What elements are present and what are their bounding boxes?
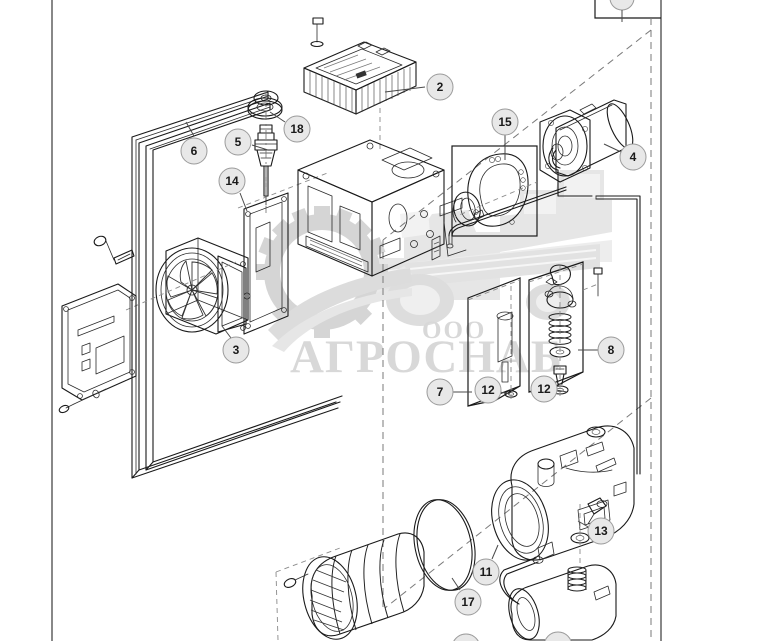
heatsink-fins xyxy=(309,67,411,112)
part-3-blower-fan xyxy=(155,237,251,335)
housing-wire-connector xyxy=(431,197,467,261)
part-17-large-oring xyxy=(413,499,476,591)
bellows-ribs xyxy=(331,533,405,635)
axis-5-diag xyxy=(237,171,331,209)
exchanger-fittings xyxy=(537,426,617,487)
callout-11[interactable]: 11 xyxy=(472,544,500,586)
part-4-hook-wire xyxy=(446,186,567,249)
partial-callout-bottom xyxy=(453,633,479,641)
layout-dashed-guides xyxy=(382,18,652,641)
impeller-blades xyxy=(166,260,218,320)
part-2-control-module xyxy=(303,17,417,115)
bellows-screw xyxy=(283,573,309,588)
watermark-agrosnab: АГРОСНАБ xyxy=(290,331,563,383)
main-housing-block xyxy=(297,139,445,277)
callout-15[interactable]: 15 xyxy=(491,108,519,160)
combine-harvester-icon xyxy=(356,170,612,326)
callout-8[interactable]: 8 xyxy=(578,336,625,364)
part-7-bracket-panel xyxy=(467,277,521,407)
top-right-frame xyxy=(594,0,661,22)
part-8-valve-head xyxy=(545,264,571,286)
callout-6[interactable]: 6 xyxy=(180,121,208,165)
part-4-canister xyxy=(539,99,634,197)
part-6-rectangular-gasket xyxy=(131,90,343,479)
callout-3[interactable]: 3 xyxy=(221,325,250,364)
canister-nipple xyxy=(567,566,587,592)
bottom-right-canister xyxy=(499,556,617,641)
control-box-bolt xyxy=(58,388,107,414)
part-8-valve-body xyxy=(544,285,577,309)
control-box-bushing xyxy=(93,235,135,265)
callout-18[interactable]: 18 xyxy=(269,111,311,143)
right-side-rails xyxy=(595,195,641,475)
watermark-swoosh xyxy=(268,268,412,352)
callout-4[interactable]: 4 xyxy=(603,143,647,171)
module-bolt xyxy=(310,17,324,48)
part-bellows-duct xyxy=(275,532,425,641)
watermark-group: ООО АГРОСНАБ xyxy=(256,170,612,383)
callout-13[interactable]: 13 xyxy=(577,517,615,545)
module-connectors xyxy=(357,41,391,56)
canister-clip xyxy=(579,103,597,115)
grille-fins xyxy=(309,569,347,631)
part-18-washer-seal xyxy=(247,97,283,120)
part-13-retaining-washer xyxy=(570,504,590,568)
part-8-screw xyxy=(593,267,603,297)
axis-3 xyxy=(125,261,237,311)
callout-14[interactable]: 14 xyxy=(218,167,248,212)
part-14-cover-plate xyxy=(243,192,289,335)
watermark-ooo: ООО xyxy=(422,317,486,344)
left-control-box xyxy=(58,235,137,414)
part-11-heat-exchanger xyxy=(491,425,635,561)
